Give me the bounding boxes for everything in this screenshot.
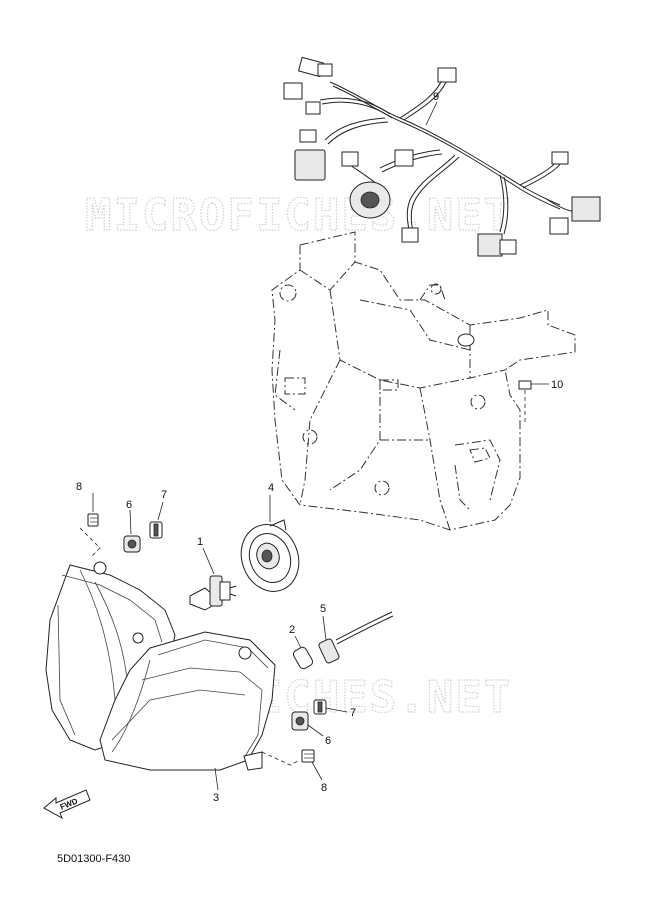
grommet-part-6-lower: [291, 711, 324, 737]
callout-3: 3: [213, 792, 219, 804]
bolt-part-8-lower: [301, 749, 323, 781]
headlight-assembly-part-3: [45, 561, 301, 791]
watermark-top: MICROFICHES.NET: [85, 190, 512, 241]
callout-2: 2: [289, 624, 295, 636]
callout-6-lower: 6: [325, 735, 331, 747]
callout-8-upper: 8: [76, 481, 82, 493]
headlight-stay-frame: [271, 231, 576, 531]
socket-cord-part-5: [318, 611, 394, 664]
fwd-arrow: FWD: [43, 789, 91, 820]
callout-7-lower: 7: [350, 707, 356, 719]
callout-1: 1: [197, 536, 203, 548]
position-bulb-part-2: [292, 635, 314, 670]
callout-5: 5: [320, 603, 326, 615]
wire-harness: [283, 56, 601, 257]
callout-7-upper: 7: [161, 489, 167, 501]
callout-10: 10: [551, 379, 563, 391]
callout-8-lower: 8: [321, 782, 327, 794]
collar-part-7-upper: [149, 501, 164, 539]
leader-9: [425, 101, 438, 126]
grommet-part-6-upper: [123, 509, 141, 553]
headlight-bulb-part-1: [189, 547, 237, 611]
bolt-part-8-upper: [79, 493, 101, 557]
callout-6-upper: 6: [126, 499, 132, 511]
callout-9: 9: [433, 91, 439, 103]
socket-cover-part-4: [240, 495, 300, 592]
collar-part-7-lower: [313, 699, 348, 715]
callout-4: 4: [268, 482, 274, 494]
diagram-reference-code: 5D01300-F430: [57, 853, 130, 865]
